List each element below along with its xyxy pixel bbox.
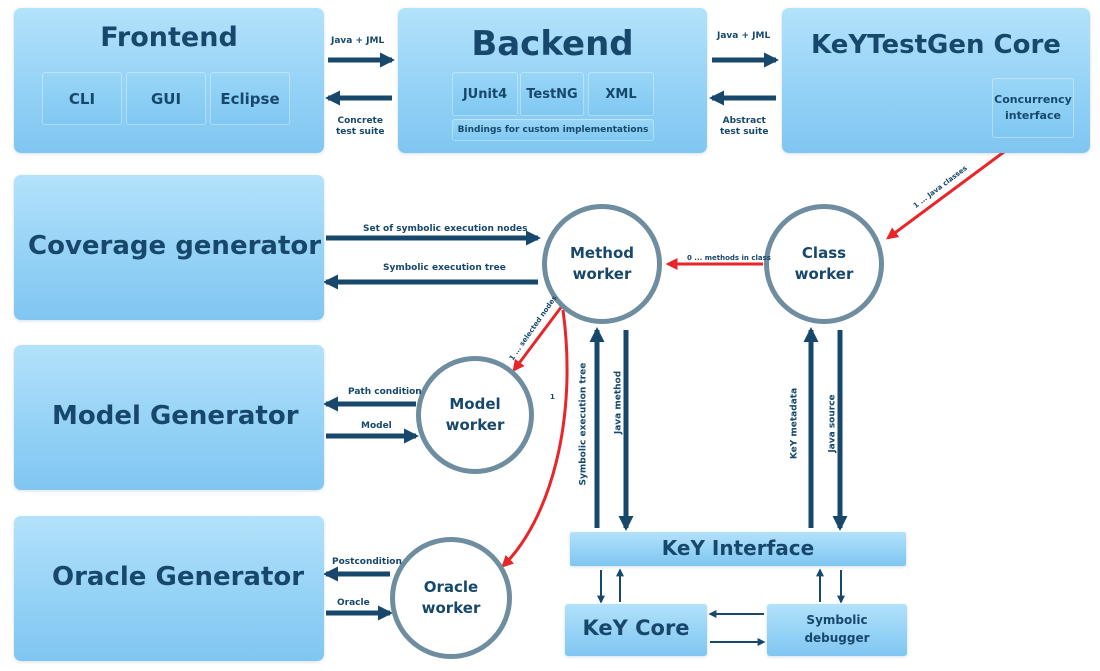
label-postcondition: Postcondition	[332, 557, 402, 567]
oracle-generator-title: Oracle Generator	[52, 562, 305, 592]
label-sym-nodes: Set of symbolic execution nodes	[363, 224, 528, 234]
class-worker: Class worker	[764, 204, 884, 324]
frontend-box: Frontend CLI GUI Eclipse	[14, 8, 324, 153]
key-interface-box: KeY Interface	[570, 532, 906, 566]
model-worker: Model worker	[416, 356, 534, 474]
label-java-jml-1: Java + JML	[331, 36, 385, 46]
key-core-box: KeY Core	[565, 604, 707, 656]
coverage-generator-title: Coverage generator	[28, 231, 322, 261]
key-core-title: KeY Core	[582, 616, 690, 640]
core-title: KeYTestGen Core	[811, 30, 1061, 60]
label-java-jml-2: Java + JML	[717, 31, 771, 41]
oracle-generator-box: Oracle Generator	[14, 516, 324, 661]
label-java-source: Java source	[827, 394, 838, 453]
method-worker: Method worker	[542, 204, 662, 324]
coverage-generator-box: Coverage generator	[14, 175, 324, 320]
backend-bindings: Bindings for custom implementations	[452, 119, 654, 141]
backend-testng: TestNG	[520, 72, 584, 116]
model-generator-title: Model Generator	[52, 401, 299, 431]
label-java-method: Java method	[613, 370, 624, 435]
model-generator-box: Model Generator	[14, 345, 324, 490]
backend-title: Backend	[471, 24, 634, 64]
frontend-gui: GUI	[126, 72, 206, 125]
core-box: KeYTestGen Core Concurrency interface	[782, 8, 1090, 153]
label-key-metadata: KeY metadata	[789, 387, 800, 460]
label-abstract-suite: Abstract test suite	[720, 116, 769, 137]
key-interface-title: KeY Interface	[661, 536, 815, 560]
label-concrete-suite: Concrete test suite	[336, 116, 385, 137]
label-one: 1	[550, 393, 555, 401]
label-oracle: Oracle	[337, 598, 370, 608]
oracle-worker: Oracle worker	[390, 537, 512, 659]
backend-xml: XML	[588, 72, 654, 116]
symbolic-debugger-box: Symbolic debugger	[767, 604, 907, 656]
concurrency-interface: Concurrency interface	[992, 78, 1074, 138]
frontend-cli: CLI	[42, 72, 122, 125]
label-sym-exec-tree-vertical: Symbolic execution tree	[578, 362, 589, 486]
arrow-method-to-oracle-worker	[501, 309, 569, 568]
frontend-title: Frontend	[100, 22, 238, 53]
arrow-method-to-model-worker	[512, 305, 564, 372]
label-model: Model	[361, 421, 392, 431]
backend-junit4: JUnit4	[452, 72, 518, 116]
arrow-core-to-class-worker	[886, 141, 1017, 240]
backend-box: Backend JUnit4 TestNG XML Bindings for c…	[398, 8, 707, 153]
frontend-eclipse: Eclipse	[210, 72, 290, 125]
label-methods-in-class: 0 ... methods in class	[687, 254, 771, 262]
label-sym-tree: Symbolic execution tree	[383, 263, 506, 273]
symbolic-debugger-title: Symbolic debugger	[804, 613, 870, 645]
label-path-condition: Path condition	[348, 387, 422, 397]
